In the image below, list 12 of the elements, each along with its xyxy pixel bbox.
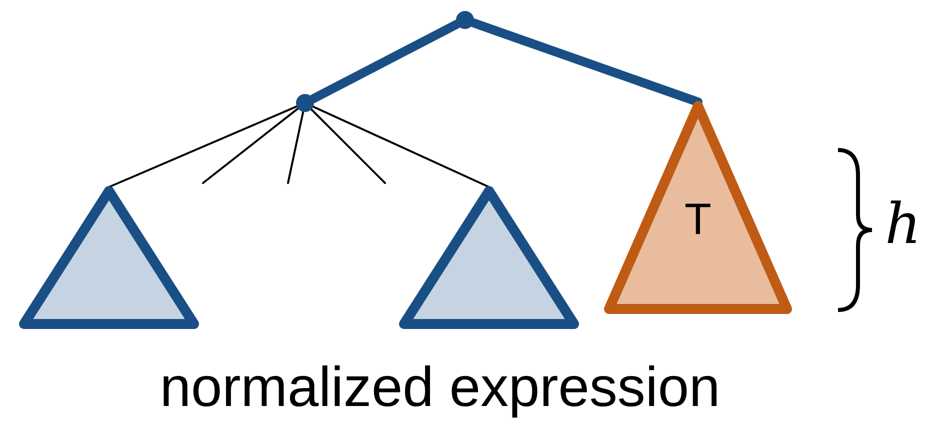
subtree-label: T — [684, 196, 712, 243]
tree-edge — [202, 108, 299, 184]
tree-edge — [108, 105, 298, 188]
tree-edge — [308, 20, 462, 104]
height-label: h — [885, 195, 922, 255]
tree-edge — [469, 18, 702, 106]
tree-edge — [312, 106, 490, 188]
tree-node-dot — [456, 11, 474, 29]
caption: normalized expression — [160, 355, 720, 419]
tree-edge — [310, 108, 386, 184]
tree-edge — [287, 110, 304, 184]
tree-node-dot — [296, 94, 314, 112]
